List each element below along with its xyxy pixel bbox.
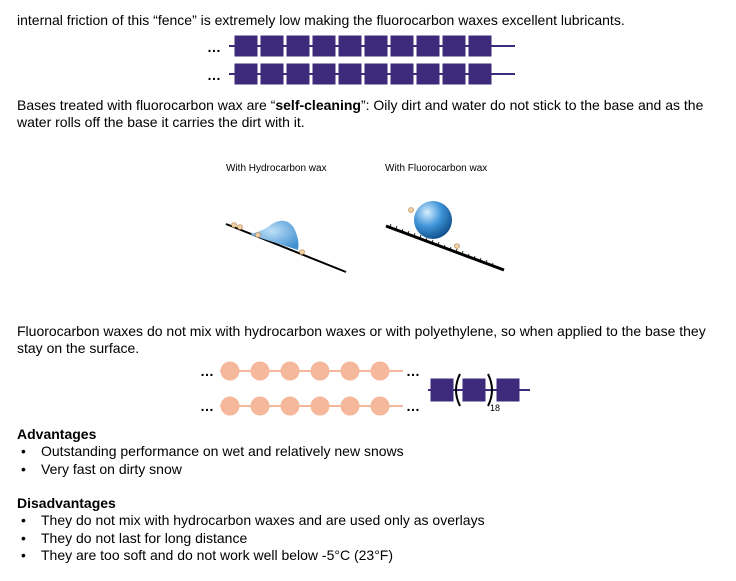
svg-text:…: … <box>406 363 420 379</box>
self-cleaning-emphasis: self-cleaning <box>275 97 361 113</box>
fluorocarbon-drop-illustration <box>385 201 505 272</box>
intro-text: internal friction of this “fence” is ext… <box>17 12 625 28</box>
label-hydrocarbon-wax: With Hydrocarbon wax <box>226 163 327 174</box>
peach-chain-top: … … <box>200 361 420 381</box>
chain-top: … <box>207 35 515 57</box>
label-fluorocarbon-wax: With Fluorocarbon wax <box>385 163 488 174</box>
hydrocarbon-drop-illustration <box>225 220 347 273</box>
advantages-heading: Advantages <box>17 426 97 442</box>
svg-text:…: … <box>406 398 420 414</box>
disadvantages-list: They do not mix with hydrocarbon waxes a… <box>17 512 717 565</box>
list-item: They do not last for long distance <box>17 530 717 548</box>
subscript-18: 18 <box>490 403 501 413</box>
chain-bottom: … <box>207 63 515 85</box>
list-item: Very fast on dirty snow <box>17 461 717 479</box>
fluorocarbon-fence-diagram: … … <box>207 35 515 85</box>
svg-text:…: … <box>207 39 221 55</box>
svg-text:…: … <box>207 67 221 83</box>
list-item: They do not mix with hydrocarbon waxes a… <box>17 512 717 530</box>
svg-text:…: … <box>200 363 214 379</box>
wax-chain-comparison-diagram: … … … … <box>200 361 530 416</box>
self-cleaning-text-start: Bases treated with fluorocarbon wax are … <box>17 97 276 113</box>
list-item: Outstanding performance on wet and relat… <box>17 443 717 461</box>
self-cleaning-text-end: ”: Oily dirt and water do not stick to t… <box>17 97 704 130</box>
peach-chain-bottom: … … <box>200 396 420 416</box>
svg-text:…: … <box>200 398 214 414</box>
mix-text: Fluorocarbon waxes do not mix with hydro… <box>17 323 706 356</box>
disadvantages-heading: Disadvantages <box>17 495 116 511</box>
polyethylene-unit <box>428 373 530 407</box>
self-cleaning-text: Bases treated with fluorocarbon wax are … <box>17 97 722 131</box>
list-item: They are too soft and do not work well b… <box>17 547 717 565</box>
advantages-list: Outstanding performance on wet and relat… <box>17 443 717 478</box>
